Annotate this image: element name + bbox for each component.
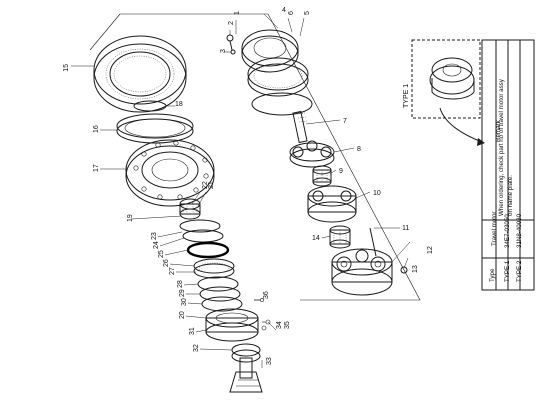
part-label: 1 xyxy=(234,11,241,15)
part-label: 7 xyxy=(343,118,347,125)
part-label: 28 xyxy=(177,280,184,288)
part-label: 14 xyxy=(312,235,320,242)
table-header-type: Type xyxy=(489,268,496,282)
type1-inset: TYPE 1 xyxy=(403,39,485,146)
part-label: 10 xyxy=(373,190,381,197)
part-label: 25 xyxy=(158,250,165,258)
part-label: 33 xyxy=(266,357,273,365)
part-label: 13 xyxy=(412,265,419,273)
type1-arrow xyxy=(439,107,483,143)
table-row-2-motor: 31N8-40030 xyxy=(516,213,523,248)
snap-ring xyxy=(186,241,230,259)
floating-seal xyxy=(116,113,194,144)
part-label: 16 xyxy=(93,125,100,133)
part-label: 17 xyxy=(93,164,100,172)
table-row-2-type: TYPE 2 xyxy=(516,260,523,282)
ring-gear xyxy=(247,57,309,97)
part-label: 30 xyxy=(181,298,188,306)
part-label: 5 xyxy=(304,11,311,15)
part-label: 9 xyxy=(339,168,343,175)
input-shaft xyxy=(292,110,308,144)
part-label: 26 xyxy=(163,259,170,267)
part-label: 19 xyxy=(127,214,134,222)
table-header-remark: Remark xyxy=(495,119,502,142)
part-label: 12 xyxy=(427,246,434,254)
part-label: 36 xyxy=(263,291,270,299)
hub-flange xyxy=(125,139,215,207)
part-label: 15 xyxy=(63,64,70,72)
planetary-carrier xyxy=(331,227,408,296)
planet-gear-set-2 xyxy=(307,185,357,223)
part-label: 29 xyxy=(179,289,186,297)
sun-gear xyxy=(312,165,332,187)
part-label: 2 xyxy=(228,21,235,25)
bearing-stack xyxy=(193,258,243,312)
part-label: 18 xyxy=(175,101,183,108)
part-label: 24 xyxy=(153,241,160,249)
part-label: 11 xyxy=(402,225,409,232)
part-label: 31 xyxy=(189,327,196,335)
part-label: 22 xyxy=(202,181,209,189)
part-label: 8 xyxy=(357,146,361,153)
type1-label: TYPE 1 xyxy=(403,84,410,108)
part-numbers: 15 18 16 17 22 21 19 23 24 25 26 27 28 2… xyxy=(63,7,434,365)
part-label: 35 xyxy=(284,321,291,329)
ring-gear-housing xyxy=(93,35,187,113)
group-frame xyxy=(120,13,421,301)
sun-gear-2 xyxy=(329,225,351,249)
o-ring xyxy=(133,100,167,112)
part-label: 3 xyxy=(220,49,227,53)
table-header-motor: Travel motor xyxy=(491,212,498,247)
parts-table: Remark Travel motor Type 34E7-03050 TYPE… xyxy=(481,39,535,291)
table-row-1-type: TYPE 1 xyxy=(504,260,511,282)
part-label: 20 xyxy=(179,311,186,319)
leader-lines xyxy=(71,13,411,368)
part-label: 6 xyxy=(288,11,295,15)
part-label: 21 xyxy=(208,181,215,189)
sun-gear-small xyxy=(179,198,201,220)
plug-bolt xyxy=(226,34,236,55)
part-label: 4 xyxy=(282,7,286,14)
part-label: 34 xyxy=(276,321,283,329)
o-ring-upper xyxy=(251,92,313,116)
part-label: 23 xyxy=(151,232,158,240)
drive-shaft xyxy=(229,343,263,393)
part-label: 27 xyxy=(169,267,176,275)
carrier xyxy=(205,308,259,342)
thrust-ring-b xyxy=(182,229,224,243)
table-row-1-motor: 34E7-03050 xyxy=(504,214,511,248)
thrust-ring-a xyxy=(179,219,221,233)
planet-gear-set-1 xyxy=(289,140,335,168)
part-label: 32 xyxy=(193,344,200,352)
cover-housing xyxy=(241,29,299,73)
table-remark-line2: on name plate. xyxy=(507,175,514,216)
table-remark-line1: When ordering, check part no of travel m… xyxy=(498,78,505,216)
